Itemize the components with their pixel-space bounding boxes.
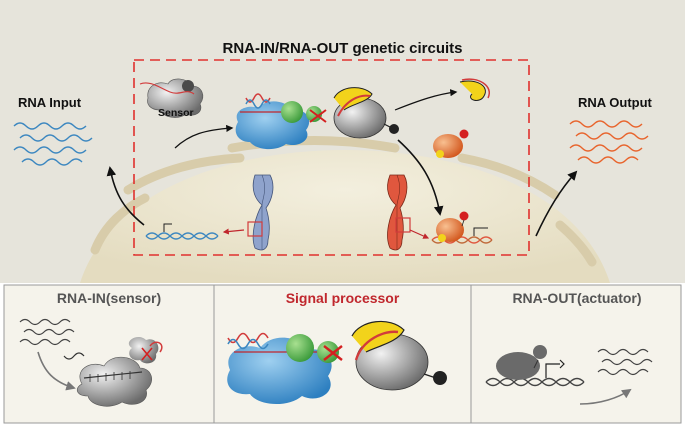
panel-sensor-title: RNA-IN(sensor) (56, 290, 162, 306)
arrow-to-rna-input (106, 166, 145, 226)
arrow-processor-to-dna (397, 139, 444, 216)
arrow-to-rna-output (535, 170, 578, 237)
cell-body (80, 150, 610, 283)
membrane-left-upper (123, 153, 245, 195)
cleaved-fragment (459, 78, 491, 101)
rna-output-waves (569, 120, 649, 164)
panel3-rna-waves (597, 348, 653, 376)
dna-left (145, 223, 245, 240)
dna-right (409, 211, 493, 244)
signal-processor-complex (235, 87, 399, 150)
circuit-dashed-box (133, 59, 530, 256)
membrane-right-upper (457, 153, 560, 200)
panel1-arrow (37, 351, 76, 391)
membrane-left-lower (90, 193, 150, 255)
arrow-sensor-to-processor (174, 124, 234, 149)
diagram-title: RNA-IN/RNA-OUT genetic circuits (222, 40, 463, 57)
panel2-processor-complex (227, 320, 447, 405)
arrow-processor-to-fragment (394, 89, 458, 111)
rna-input-waves (13, 122, 93, 166)
panel1-rna-waves (19, 318, 75, 346)
rna-input-label: RNA Input (18, 95, 82, 110)
chromosome-blue (247, 174, 274, 251)
chromosome-red (387, 174, 411, 251)
panel-actuator (470, 284, 682, 424)
membrane-top (227, 136, 400, 153)
panel-actuator-title: RNA-OUT(actuator) (512, 290, 642, 306)
sensor-label: Sensor (158, 107, 194, 119)
sensor-protein (139, 78, 204, 118)
orange-protein-small (433, 129, 469, 158)
panel1-sensor-complex (63, 337, 163, 407)
panel-processor-title: Signal processor (285, 290, 400, 306)
rna-output-label: RNA Output (578, 95, 652, 110)
membrane-right-lower (555, 220, 597, 267)
panel3-actuator (485, 345, 632, 405)
